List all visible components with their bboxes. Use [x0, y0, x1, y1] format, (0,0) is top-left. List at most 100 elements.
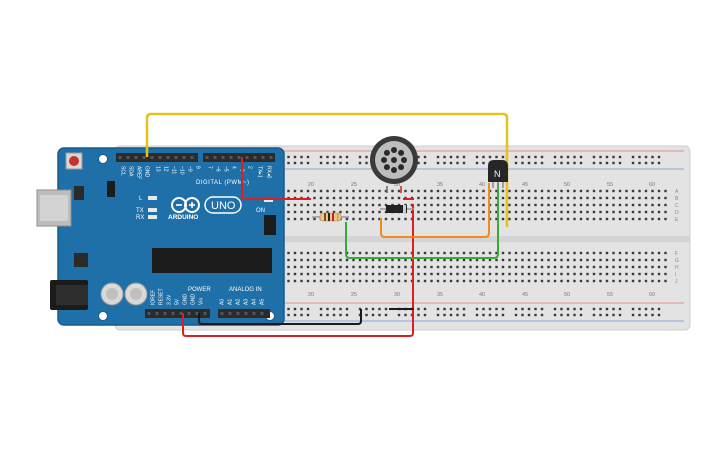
breadboard-hole[interactable]	[527, 161, 531, 165]
breadboard-hole[interactable]	[365, 272, 368, 276]
breadboard-hole[interactable]	[534, 279, 537, 283]
breadboard-hole[interactable]	[534, 265, 537, 269]
breadboard-hole[interactable]	[423, 279, 427, 283]
breadboard-hole[interactable]	[566, 258, 570, 262]
breadboard-hole[interactable]	[501, 258, 505, 262]
breadboard-hole[interactable]	[365, 210, 368, 214]
breadboard-hole[interactable]	[384, 279, 388, 283]
breadboard-hole[interactable]	[560, 189, 563, 193]
breadboard-hole[interactable]	[313, 279, 316, 283]
breadboard-hole[interactable]	[664, 203, 667, 207]
header-pin[interactable]	[237, 156, 241, 159]
breadboard-hole[interactable]	[423, 265, 427, 269]
header-pin[interactable]	[260, 312, 264, 315]
breadboard-hole[interactable]	[566, 210, 570, 214]
breadboard-hole[interactable]	[540, 265, 544, 269]
breadboard-hole[interactable]	[332, 196, 336, 200]
breadboard-hole[interactable]	[605, 196, 609, 200]
breadboard-hole[interactable]	[612, 313, 615, 317]
breadboard-hole[interactable]	[365, 279, 368, 283]
breadboard-hole[interactable]	[527, 258, 531, 262]
breadboard-hole[interactable]	[371, 217, 375, 221]
diode[interactable]	[380, 205, 414, 213]
breadboard-hole[interactable]	[287, 313, 290, 317]
breadboard-hole[interactable]	[293, 307, 297, 311]
breadboard-hole[interactable]	[560, 272, 563, 276]
breadboard-hole[interactable]	[339, 307, 342, 311]
breadboard-hole[interactable]	[573, 251, 576, 255]
breadboard-hole[interactable]	[657, 265, 661, 269]
breadboard-hole[interactable]	[326, 189, 329, 193]
breadboard-hole[interactable]	[618, 251, 622, 255]
breadboard-hole[interactable]	[371, 307, 375, 311]
breadboard-hole[interactable]	[553, 272, 557, 276]
breadboard-hole[interactable]	[521, 265, 524, 269]
breadboard-hole[interactable]	[488, 272, 492, 276]
breadboard-hole[interactable]	[514, 258, 518, 262]
header-pin[interactable]	[220, 312, 224, 315]
breadboard-hole[interactable]	[456, 307, 459, 311]
breadboard-hole[interactable]	[469, 196, 472, 200]
breadboard-hole[interactable]	[540, 217, 544, 221]
wire-orange[interactable]	[380, 183, 490, 238]
breadboard-hole[interactable]	[540, 161, 544, 165]
breadboard-hole[interactable]	[514, 272, 518, 276]
breadboard-hole[interactable]	[605, 265, 609, 269]
breadboard-hole[interactable]	[430, 272, 433, 276]
breadboard-hole[interactable]	[443, 203, 446, 207]
breadboard-hole[interactable]	[469, 272, 472, 276]
breadboard-hole[interactable]	[618, 203, 622, 207]
breadboard-hole[interactable]	[625, 217, 628, 221]
breadboard-hole[interactable]	[430, 189, 433, 193]
breadboard-hole[interactable]	[618, 217, 622, 221]
breadboard-hole[interactable]	[339, 272, 342, 276]
breadboard-hole[interactable]	[508, 258, 511, 262]
breadboard-hole[interactable]	[404, 251, 407, 255]
breadboard-hole[interactable]	[579, 217, 583, 221]
breadboard-hole[interactable]	[384, 251, 388, 255]
breadboard-hole[interactable]	[345, 189, 349, 193]
breadboard-hole[interactable]	[417, 210, 420, 214]
breadboard-hole[interactable]	[300, 210, 303, 214]
breadboard-hole[interactable]	[599, 272, 602, 276]
breadboard-hole[interactable]	[560, 196, 563, 200]
header-pin[interactable]	[236, 312, 240, 315]
breadboard-hole[interactable]	[482, 272, 485, 276]
breadboard-hole[interactable]	[612, 155, 615, 159]
breadboard-hole[interactable]	[449, 313, 453, 317]
breadboard-hole[interactable]	[605, 251, 609, 255]
breadboard-hole[interactable]	[475, 258, 479, 262]
breadboard-hole[interactable]	[436, 265, 440, 269]
breadboard-hole[interactable]	[553, 258, 557, 262]
breadboard-hole[interactable]	[651, 251, 654, 255]
breadboard-hole[interactable]	[540, 279, 544, 283]
breadboard-hole[interactable]	[352, 210, 355, 214]
header-pin[interactable]	[118, 156, 122, 159]
breadboard-hole[interactable]	[339, 265, 342, 269]
breadboard-hole[interactable]	[527, 203, 531, 207]
breadboard-hole[interactable]	[423, 196, 427, 200]
breadboard-hole[interactable]	[514, 155, 518, 159]
breadboard-hole[interactable]	[482, 265, 485, 269]
breadboard-hole[interactable]	[300, 189, 303, 193]
breadboard-hole[interactable]	[547, 203, 550, 207]
breadboard-hole[interactable]	[488, 279, 492, 283]
breadboard-hole[interactable]	[488, 313, 492, 317]
breadboard-hole[interactable]	[618, 189, 622, 193]
breadboard-hole[interactable]	[586, 258, 589, 262]
breadboard-hole[interactable]	[631, 258, 635, 262]
breadboard-hole[interactable]	[423, 251, 427, 255]
breadboard-hole[interactable]	[475, 272, 479, 276]
breadboard-hole[interactable]	[345, 279, 349, 283]
breadboard-hole[interactable]	[501, 210, 505, 214]
breadboard-hole[interactable]	[469, 203, 472, 207]
breadboard-hole[interactable]	[378, 251, 381, 255]
breadboard-hole[interactable]	[449, 307, 453, 311]
breadboard-hole[interactable]	[358, 272, 362, 276]
breadboard-hole[interactable]	[417, 155, 420, 159]
breadboard-hole[interactable]	[287, 203, 290, 207]
breadboard-hole[interactable]	[319, 210, 323, 214]
wire-red-pin3[interactable]	[241, 157, 311, 200]
wire-green[interactable]	[345, 183, 499, 259]
breadboard-hole[interactable]	[618, 279, 622, 283]
